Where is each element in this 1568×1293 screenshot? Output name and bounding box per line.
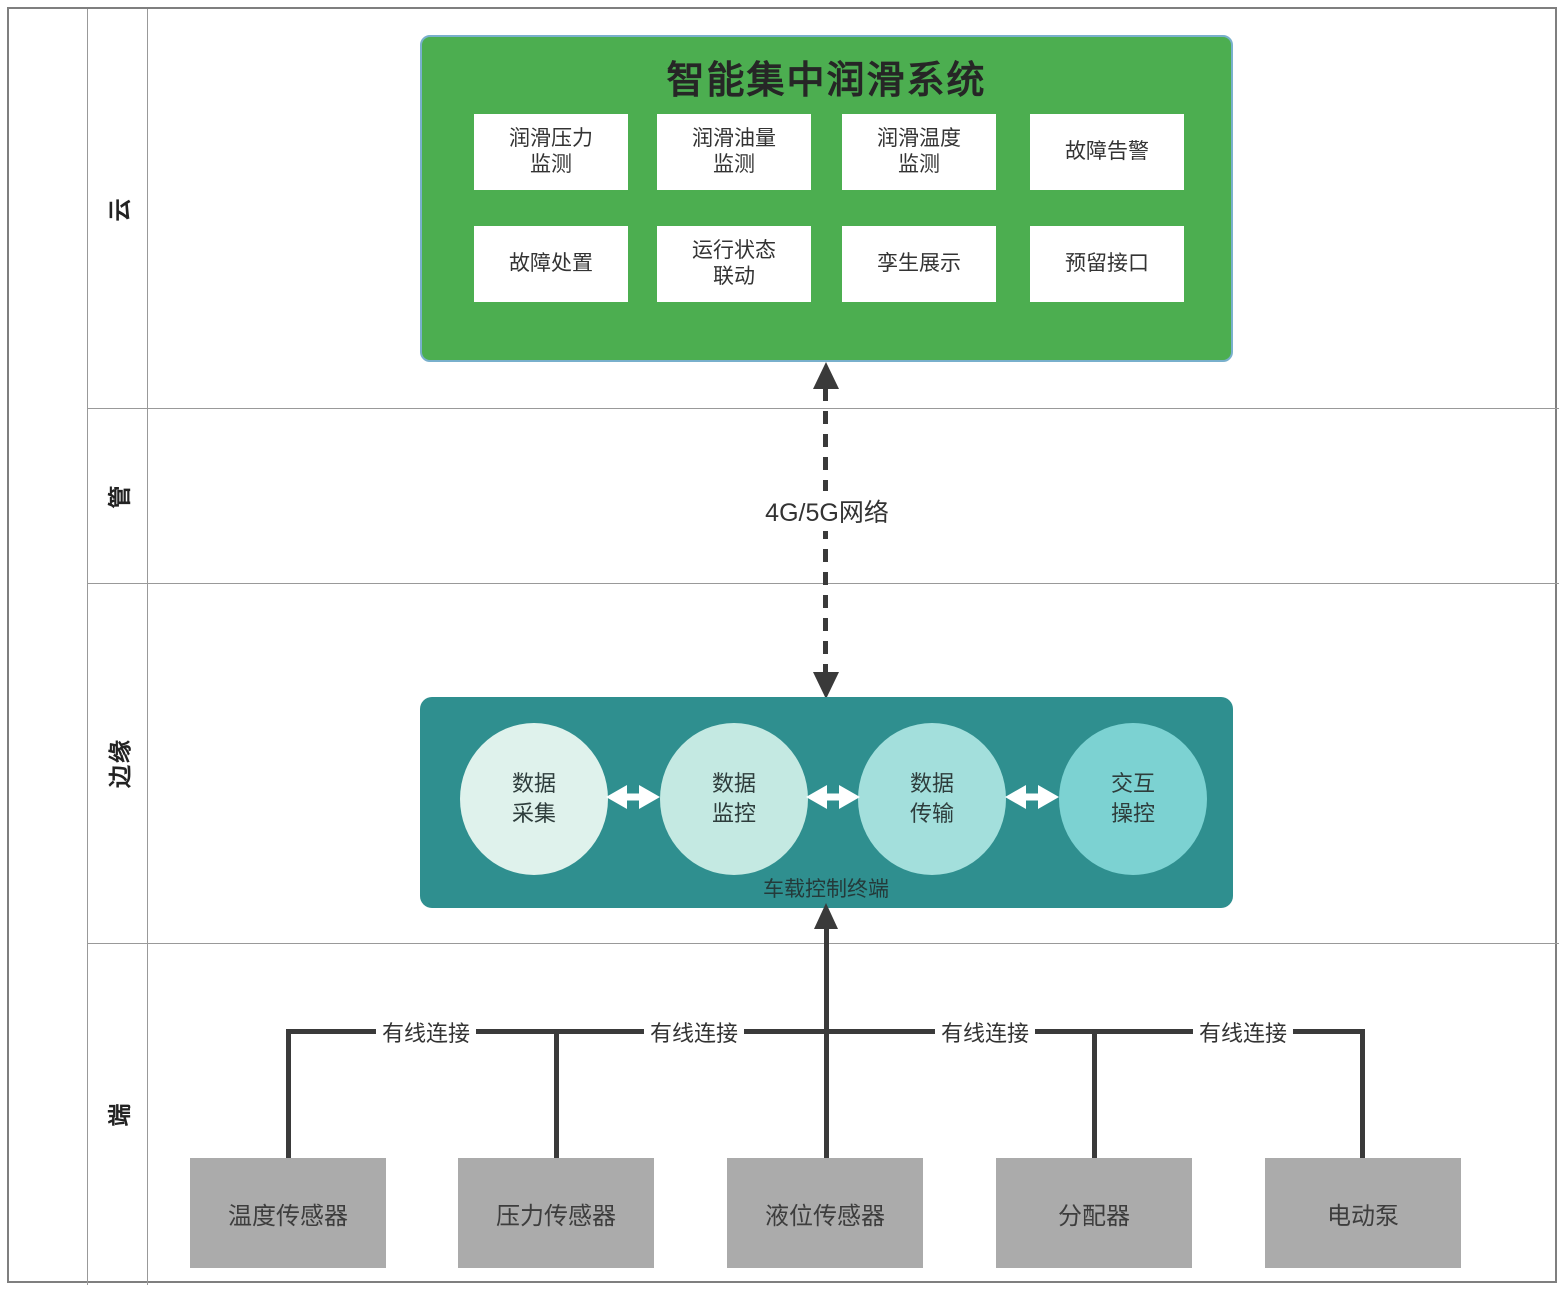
wired-connection-label: 有线连接 (1192, 1016, 1294, 1048)
double-headed-arrow-icon (1005, 785, 1059, 809)
device-electric-pump: 电动泵 (1265, 1158, 1461, 1268)
module-lube-oil-monitor: 润滑油量 监测 (657, 114, 811, 190)
layer-label-pipe: 管 (88, 408, 147, 583)
grid-vertical-line (87, 9, 88, 1285)
grid-horizontal-line (88, 943, 1559, 944)
device-distributor: 分配器 (996, 1158, 1192, 1268)
arrowhead-up-icon (814, 903, 838, 929)
function-circle-data-collection: 数据 采集 (460, 723, 608, 875)
network-label: 4G/5G网络 (757, 491, 897, 531)
wired-connection-label: 有线连接 (934, 1016, 1036, 1048)
layer-label-cloud: 云 (88, 9, 147, 408)
layer-label-device: 端 (88, 943, 147, 1285)
double-headed-arrow-icon (606, 785, 660, 809)
drop-wire-electric-pump (1360, 1029, 1365, 1159)
layer-label-device-text: 端 (106, 1101, 133, 1127)
module-reserved-interface: 预留接口 (1030, 226, 1184, 302)
function-circle-interaction: 交互 操控 (1059, 723, 1207, 875)
layer-label-edge-text: 边缘 (106, 738, 133, 788)
module-lube-pressure-monitor: 润滑压力 监测 (474, 114, 628, 190)
module-twin-display: 孪生展示 (842, 226, 996, 302)
arrowhead-up-icon (813, 362, 839, 389)
device-pressure-sensor: 压力传感器 (458, 1158, 654, 1268)
layer-label-pipe-text: 管 (106, 483, 133, 508)
device-temp-sensor: 温度传感器 (190, 1158, 386, 1268)
device-level-sensor: 液位传感器 (727, 1158, 923, 1268)
uplink-wire (824, 927, 829, 1031)
drop-wire-temp-sensor (286, 1029, 291, 1159)
drop-wire-distributor (1092, 1029, 1097, 1159)
cloud-system-title: 智能集中润滑系统 (666, 60, 987, 102)
module-run-state-linkage: 运行状态 联动 (657, 226, 811, 302)
module-lube-temp-monitor: 润滑温度 监测 (842, 114, 996, 190)
edge-terminal-label: 车载控制终端 (763, 878, 889, 901)
module-fault-handling: 故障处置 (474, 226, 628, 302)
function-circle-data-monitoring: 数据 监控 (660, 723, 808, 875)
layer-label-cloud-text: 云 (106, 196, 133, 221)
arrowhead-down-icon (813, 672, 839, 699)
grid-vertical-line (147, 9, 148, 1285)
wired-connection-label: 有线连接 (643, 1016, 745, 1048)
function-circle-data-transmission: 数据 传输 (858, 723, 1006, 875)
cloud-system-box: 智能集中润滑系统 润滑压力 监测 润滑油量 监测 润滑温度 监测 故障告警 故障… (420, 35, 1233, 362)
wired-connection-label: 有线连接 (375, 1016, 477, 1048)
drop-wire-level-sensor (824, 1029, 829, 1159)
drop-wire-pressure-sensor (554, 1029, 559, 1159)
edge-terminal-box: 数据 采集 数据 监控 数据 传输 交互 操控 车载控制终端 (420, 697, 1233, 908)
layer-label-edge: 边缘 (88, 583, 147, 943)
double-headed-arrow-icon (806, 785, 860, 809)
module-fault-alarm: 故障告警 (1030, 114, 1184, 190)
outer-border (7, 7, 1557, 1283)
